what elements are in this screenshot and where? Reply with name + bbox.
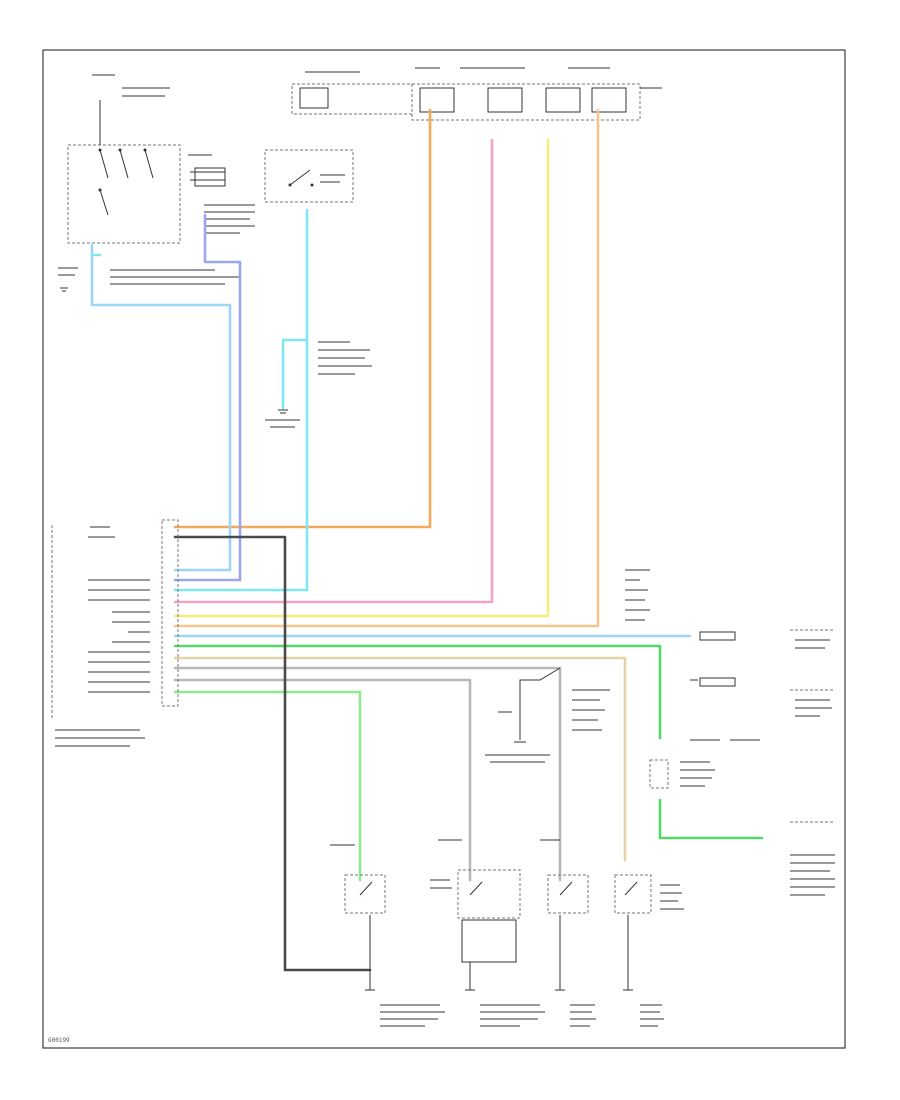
bottom-notes [330, 839, 684, 1027]
wire-yellow [173, 138, 550, 618]
wire-blue-violet [173, 213, 242, 582]
wire-sand [173, 656, 627, 862]
wire-green [173, 644, 662, 740]
turn-signal-switch [67, 74, 255, 244]
wire-gray-2 [173, 678, 472, 882]
brake-notes [318, 341, 372, 375]
wire-dark-gray [173, 535, 372, 972]
ground-icon [60, 287, 68, 292]
right-connectors [625, 569, 835, 896]
connector-notes [58, 267, 240, 285]
wire-green-lower [658, 798, 764, 840]
wire-cyan-brake [173, 208, 309, 592]
wire-pink [173, 138, 494, 604]
body-control-module [51, 519, 179, 747]
wire-tan [173, 108, 600, 628]
diagram-border [42, 49, 846, 1049]
wire-cyan-branch [281, 338, 309, 410]
ground-icon [265, 409, 300, 428]
drawing-code: G00199 [48, 1037, 70, 1044]
brake-lamp-switch [264, 149, 354, 203]
wire-light-blue [90, 243, 232, 572]
bottom-wires [365, 915, 633, 991]
wire-light-green [173, 690, 362, 882]
wire-gray-1 [173, 666, 562, 882]
underhood-fuse-block [291, 67, 662, 121]
switch-icon [344, 869, 652, 963]
relay-icon [649, 739, 760, 789]
ground-junction [485, 667, 610, 763]
wire-orange [173, 108, 432, 529]
